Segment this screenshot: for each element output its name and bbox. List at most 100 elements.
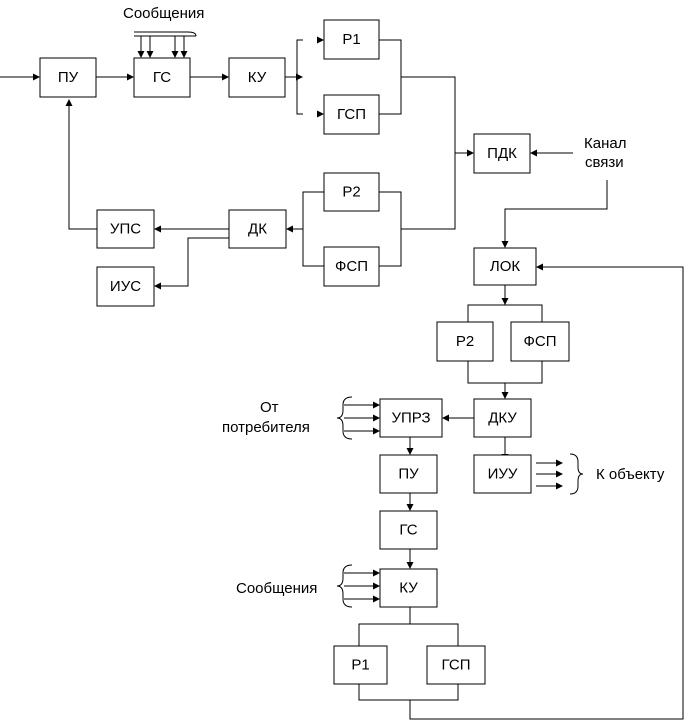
brace-consumer <box>336 396 353 440</box>
arrow-msg-top-1 <box>137 51 145 58</box>
block-gsp-bottom: ГСП <box>426 645 486 685</box>
block-r2-top: Р2 <box>323 172 380 212</box>
block-lok-label: ЛОК <box>490 258 521 275</box>
label-channel-line1: Канал <box>584 135 626 152</box>
block-r2-bottom-label: Р2 <box>456 333 474 350</box>
line-split-bot2 <box>358 623 459 646</box>
line-branch2-right <box>379 191 402 267</box>
arrow-gs-bottom <box>406 504 414 511</box>
arrow-ku-bottom <box>406 562 414 569</box>
arrow-dku <box>501 392 509 399</box>
block-pu-bottom: ПУ <box>379 454 438 494</box>
arrow-pdk <box>467 149 474 157</box>
arrow-msg-top-2 <box>146 51 154 58</box>
line-merge-top <box>379 39 402 115</box>
block-r1-bottom-label: Р1 <box>351 657 369 674</box>
arrow-msg-top-4 <box>180 51 188 58</box>
block-gsp-bottom-label: ГСП <box>441 657 470 674</box>
label-from-consumer-line2: потребителя <box>222 419 310 436</box>
line-merge-bot2 <box>358 684 459 701</box>
block-ku-top-label: КУ <box>248 69 267 86</box>
block-pu-top: ПУ <box>39 57 97 98</box>
block-dk: ДК <box>228 209 287 249</box>
label-from-consumer-line1: От <box>260 399 279 416</box>
arrow-loop-lok <box>536 263 543 271</box>
arrow-ku-split <box>296 73 303 81</box>
arrowheads <box>33 36 563 603</box>
block-ku-bottom-label: КУ <box>399 580 418 597</box>
block-ups: УПС <box>96 209 155 249</box>
block-ius-label: ИУС <box>110 278 141 295</box>
arrow-channel-lok <box>501 241 509 248</box>
arrow-channel-pdk <box>530 149 537 157</box>
block-ius: ИУС <box>96 266 155 307</box>
arrow-pu-gs <box>127 73 134 81</box>
arrow-iuu-out3 <box>556 482 563 490</box>
arrow-msg-in3 <box>373 595 380 603</box>
block-gs-bottom-label: ГС <box>399 522 417 539</box>
arrow-gsp-top <box>317 110 324 118</box>
label-channel-line2: связи <box>585 154 624 171</box>
line-pdk-branch2 <box>401 153 456 230</box>
arrow-consumer-in3 <box>373 427 380 435</box>
block-pdk-label: ПДК <box>487 145 517 162</box>
block-uprz-label: УПРЗ <box>391 410 430 427</box>
line-split-bot1 <box>467 304 543 322</box>
block-r2-top-label: Р2 <box>342 184 360 201</box>
arrow-uprz <box>442 414 449 422</box>
line-merge-bot1 <box>467 361 543 384</box>
block-gs-bottom: ГС <box>379 510 438 550</box>
arrow-ius <box>154 282 161 290</box>
block-r2-bottom: Р2 <box>436 321 494 362</box>
block-fsp-top-label: ФСП <box>335 258 368 275</box>
block-dk-label: ДК <box>248 221 267 238</box>
block-r1-bottom: Р1 <box>333 645 388 685</box>
label-to-object: К объекту <box>596 466 665 483</box>
arrow-input-pu <box>33 73 40 81</box>
braces <box>134 31 584 608</box>
arrow-lok-split <box>501 298 509 305</box>
brace-object <box>569 453 584 495</box>
block-dku-label: ДКУ <box>488 410 517 427</box>
arrow-consumer-in1 <box>373 401 380 409</box>
block-ups-label: УПС <box>110 221 141 238</box>
arrow-msg-in1 <box>373 569 380 577</box>
block-dku: ДКУ <box>473 398 532 438</box>
line-channel-lok <box>504 180 608 242</box>
block-fsp-bottom: ФСП <box>510 321 570 362</box>
line-dk-ius <box>160 237 229 287</box>
line-branch2-left <box>302 191 324 267</box>
block-ku-top: КУ <box>228 57 286 98</box>
block-ku-bottom: КУ <box>379 568 438 608</box>
brace-messages <box>336 564 353 608</box>
block-pu-top-label: ПУ <box>58 69 79 86</box>
arrow-ups <box>154 225 161 233</box>
block-fsp-bottom-label: ФСП <box>523 333 556 350</box>
arrow-pu-feedback <box>65 99 73 106</box>
block-gs-top-label: ГС <box>153 69 171 86</box>
block-iuu: ИУУ <box>473 454 532 494</box>
block-iuu-label: ИУУ <box>488 466 518 483</box>
label-messages-top: Сообщения <box>123 5 204 22</box>
connection-lines <box>0 35 684 720</box>
block-r1-top: Р1 <box>323 19 380 60</box>
line-loop-lok <box>409 266 684 720</box>
block-pu-bottom-label: ПУ <box>398 466 419 483</box>
arrow-r1-top <box>317 36 324 44</box>
arrow-pu-bottom <box>406 448 414 455</box>
block-gsp-top-label: ГСП <box>337 106 366 123</box>
arrow-consumer-in2 <box>373 414 380 422</box>
arrow-iuu-out2 <box>556 470 563 478</box>
arrow-gs-ku <box>222 73 229 81</box>
block-uprz: УПРЗ <box>379 398 443 438</box>
arrow-msg-in2 <box>373 582 380 590</box>
block-fsp-top: ФСП <box>323 246 380 287</box>
block-gs-top: ГС <box>133 57 191 98</box>
block-gsp-top: ГСП <box>323 94 380 135</box>
arrow-dk <box>286 225 293 233</box>
arrow-msg-top-3 <box>171 51 179 58</box>
block-pdk: ПДК <box>473 133 531 174</box>
line-ups-pu <box>68 106 97 230</box>
block-r1-top-label: Р1 <box>342 31 360 48</box>
